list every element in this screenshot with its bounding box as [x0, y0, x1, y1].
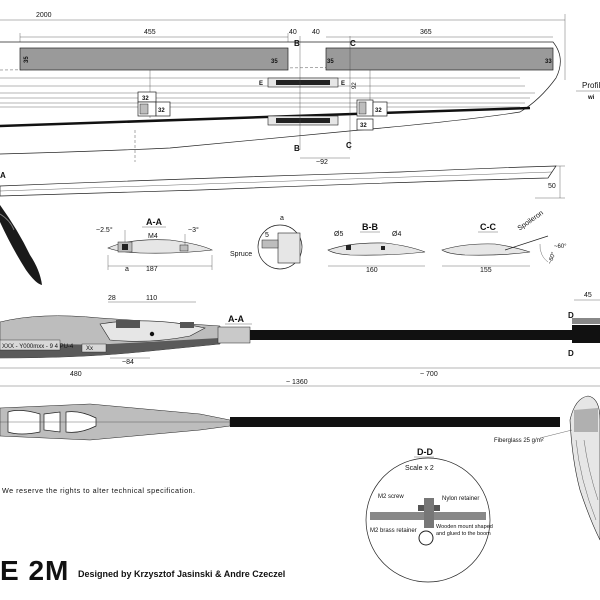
angle-aa-1: ~2.5° — [96, 226, 113, 234]
section-spruce-detail: a 5 Spruce — [230, 215, 303, 270]
propeller — [0, 205, 42, 285]
dia-bb-2: Ø4 — [392, 231, 401, 238]
dim-tail-45: 45 — [584, 292, 592, 299]
pod-decal-2: Xx — [86, 346, 93, 352]
section-dd-title: D-D — [417, 447, 433, 457]
dim-fuse-1360: ~ 1360 — [286, 379, 308, 386]
marker-e-right: E — [341, 81, 345, 87]
dim-pod-480: 480 — [70, 371, 82, 378]
spruce-dim-a: a — [280, 215, 284, 222]
marker-b-top: B — [294, 39, 300, 48]
spoileron-label: Spoileron — [517, 210, 545, 233]
label-tip-chord: 33 — [545, 59, 552, 65]
fiberglass-label: Fiberglass 25 g/m² — [494, 438, 544, 444]
box-a-label: 32 — [142, 96, 149, 102]
scale-label: Scale x 2 — [405, 465, 434, 472]
spruce-dim-5: 5 — [265, 232, 269, 239]
label-outer-chord: 35 — [327, 59, 334, 65]
dim-inner-panel: 455 — [144, 29, 156, 36]
box-b-label: 32 — [158, 108, 165, 114]
marker-a-left: A — [0, 171, 6, 180]
section-cc: C-C Spoileron ~60° ~60° 155 — [441, 210, 567, 274]
section-dd: D-D Scale x 2 M2 screw Nylon retainer M2… — [365, 447, 493, 583]
label-panel-joint: 35 — [271, 59, 278, 65]
profile-label: Profil — [582, 81, 600, 90]
profile-sub: wi — [587, 95, 595, 101]
marker-d-top: D — [568, 311, 574, 320]
fuselage-top-view — [0, 403, 560, 441]
marker-e-left: E — [259, 81, 263, 87]
pod-decal-1: XXX - Y000mxx - 9 4 PU-4 — [2, 344, 74, 350]
section-bb: B-B Ø5 Ø4 160 — [327, 222, 426, 274]
dim-boom-700: ~ 700 — [420, 371, 438, 378]
dim-stab-height: 50 — [548, 183, 556, 190]
marker-b-bottom: B — [294, 144, 300, 153]
section-bb-title: B-B — [362, 222, 378, 232]
marker-c-bottom: C — [346, 141, 352, 150]
box-d-label: 32 — [360, 123, 367, 129]
dim-outer-panel: 365 — [420, 29, 432, 36]
dim-cc-chord: 155 — [480, 267, 492, 274]
nylon-retainer-label: Nylon retainer — [442, 496, 479, 502]
dim-pod-28: 28 — [108, 295, 116, 302]
dim-bb-chord: 160 — [366, 267, 378, 274]
dim-92-top: 92 — [352, 82, 358, 89]
dim-root-gap-right: 40 — [312, 29, 320, 36]
tail-fin: Fiberglass 25 g/m² — [494, 395, 600, 541]
dia-bb-1: Ø5 — [334, 231, 343, 238]
designer-credit: Designed by Krzysztof Jasinski & Andre C… — [78, 569, 286, 579]
label-root-chord: 35 — [24, 56, 30, 63]
marker-d-bottom: D — [568, 349, 574, 358]
wooden-mount-label: Wooden mount shaped and glued to the boo… — [436, 524, 493, 537]
m2-brass-label: M2 brass retainer — [370, 528, 417, 534]
marker-c-top: C — [350, 39, 356, 48]
dim-aa-a: a — [125, 266, 129, 273]
m2-screw-label: M2 screw — [378, 494, 404, 500]
angle-aa-2: ~3° — [188, 226, 199, 234]
dim-92-bottom: ~92 — [316, 159, 328, 166]
angle-cc-1: ~60° — [547, 251, 557, 265]
dim-pod-110: 110 — [146, 295, 157, 302]
dim-aa-chord: 187 — [146, 266, 158, 273]
wing-plan-view: 2000 455 40 40 365 35 35 35 33 — [0, 12, 600, 166]
box-c-label: 32 — [375, 108, 382, 114]
dim-pod-84: ~84 — [122, 359, 134, 366]
notice-text: We reserve the rights to alter technical… — [2, 486, 196, 495]
spruce-label: Spruce — [230, 251, 252, 258]
angle-cc-2: ~60° — [554, 244, 567, 250]
model-name: E 2M — [0, 555, 70, 586]
section-cc-title: C-C — [480, 222, 496, 232]
fuselage-side-view: 28 110 XXX - Y000mxx - 9 4 PU-4 Xx A-A D… — [0, 292, 600, 387]
section-aa: A-A ~2.5° ~3° M4 a 187 — [96, 217, 214, 273]
dim-span: 2000 — [36, 12, 52, 19]
wing-side-view: 50 A — [0, 165, 565, 199]
section-aa-title: A-A — [146, 217, 162, 227]
bolt-aa: M4 — [148, 233, 158, 240]
dim-root-gap-left: 40 — [289, 29, 297, 36]
section-aa-pod: A-A — [228, 314, 244, 324]
